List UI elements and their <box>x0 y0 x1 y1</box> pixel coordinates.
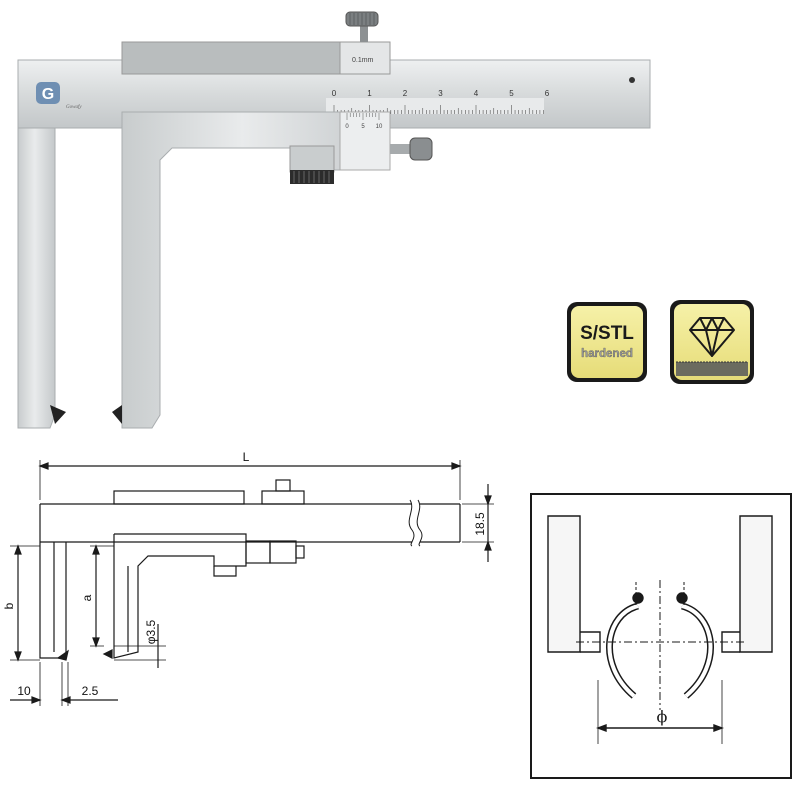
material-badge: S/STL hardened <box>567 302 647 382</box>
diamond-icon <box>689 317 735 357</box>
scale-number: 5 <box>509 89 514 98</box>
hardness-badge <box>670 300 754 384</box>
brand-logo: G Gowafy <box>36 82 82 110</box>
movable-jaw-tip <box>112 405 122 424</box>
lock-screw-icon[interactable] <box>345 11 379 42</box>
vernier-number: 0 <box>345 124 349 130</box>
detail-box: ϕ <box>530 493 792 779</box>
technical-drawing <box>10 460 494 706</box>
dim-tip: φ3.5 <box>144 619 158 644</box>
lock-block <box>339 41 391 75</box>
dim-length: L <box>243 450 250 464</box>
dim-b: b <box>2 602 16 609</box>
svg-text:Gowafy: Gowafy <box>66 105 82 110</box>
scale-number: 0 <box>332 89 337 98</box>
scale-number: 2 <box>403 89 408 98</box>
vernier-number: 5 <box>361 124 365 130</box>
lock-label: 0.1mm <box>352 57 374 64</box>
dim-diameter: ϕ <box>657 707 668 726</box>
dim-a: a <box>80 594 94 601</box>
scale-number: 3 <box>438 89 443 98</box>
beam-hole <box>629 77 635 83</box>
svg-text:G: G <box>42 86 54 103</box>
slider-bar <box>121 41 341 75</box>
scale-number: 1 <box>367 89 372 98</box>
fixed-jaw-tip <box>50 405 66 424</box>
side-knob-icon[interactable] <box>390 137 433 161</box>
hardness-surface <box>676 362 748 376</box>
adjust-wheel-icon[interactable] <box>289 145 335 184</box>
slider-window <box>339 111 391 171</box>
material-badge-line2: hardened <box>581 348 633 360</box>
material-badge-line1: S/STL <box>580 323 634 344</box>
dim-10: 10 <box>17 684 31 698</box>
caliper-photo: G Gowafy 0.1mm 0 1 2 3 4 5 6 0 5 10 <box>17 11 651 429</box>
vernier-scale: 0 5 10 <box>345 113 383 130</box>
vernier-number: 10 <box>376 124 383 130</box>
dim-2-5: 2.5 <box>82 684 99 698</box>
scale-number: 6 <box>545 89 550 98</box>
dim-height: 18.5 <box>473 512 487 536</box>
scale-number: 4 <box>474 89 479 98</box>
